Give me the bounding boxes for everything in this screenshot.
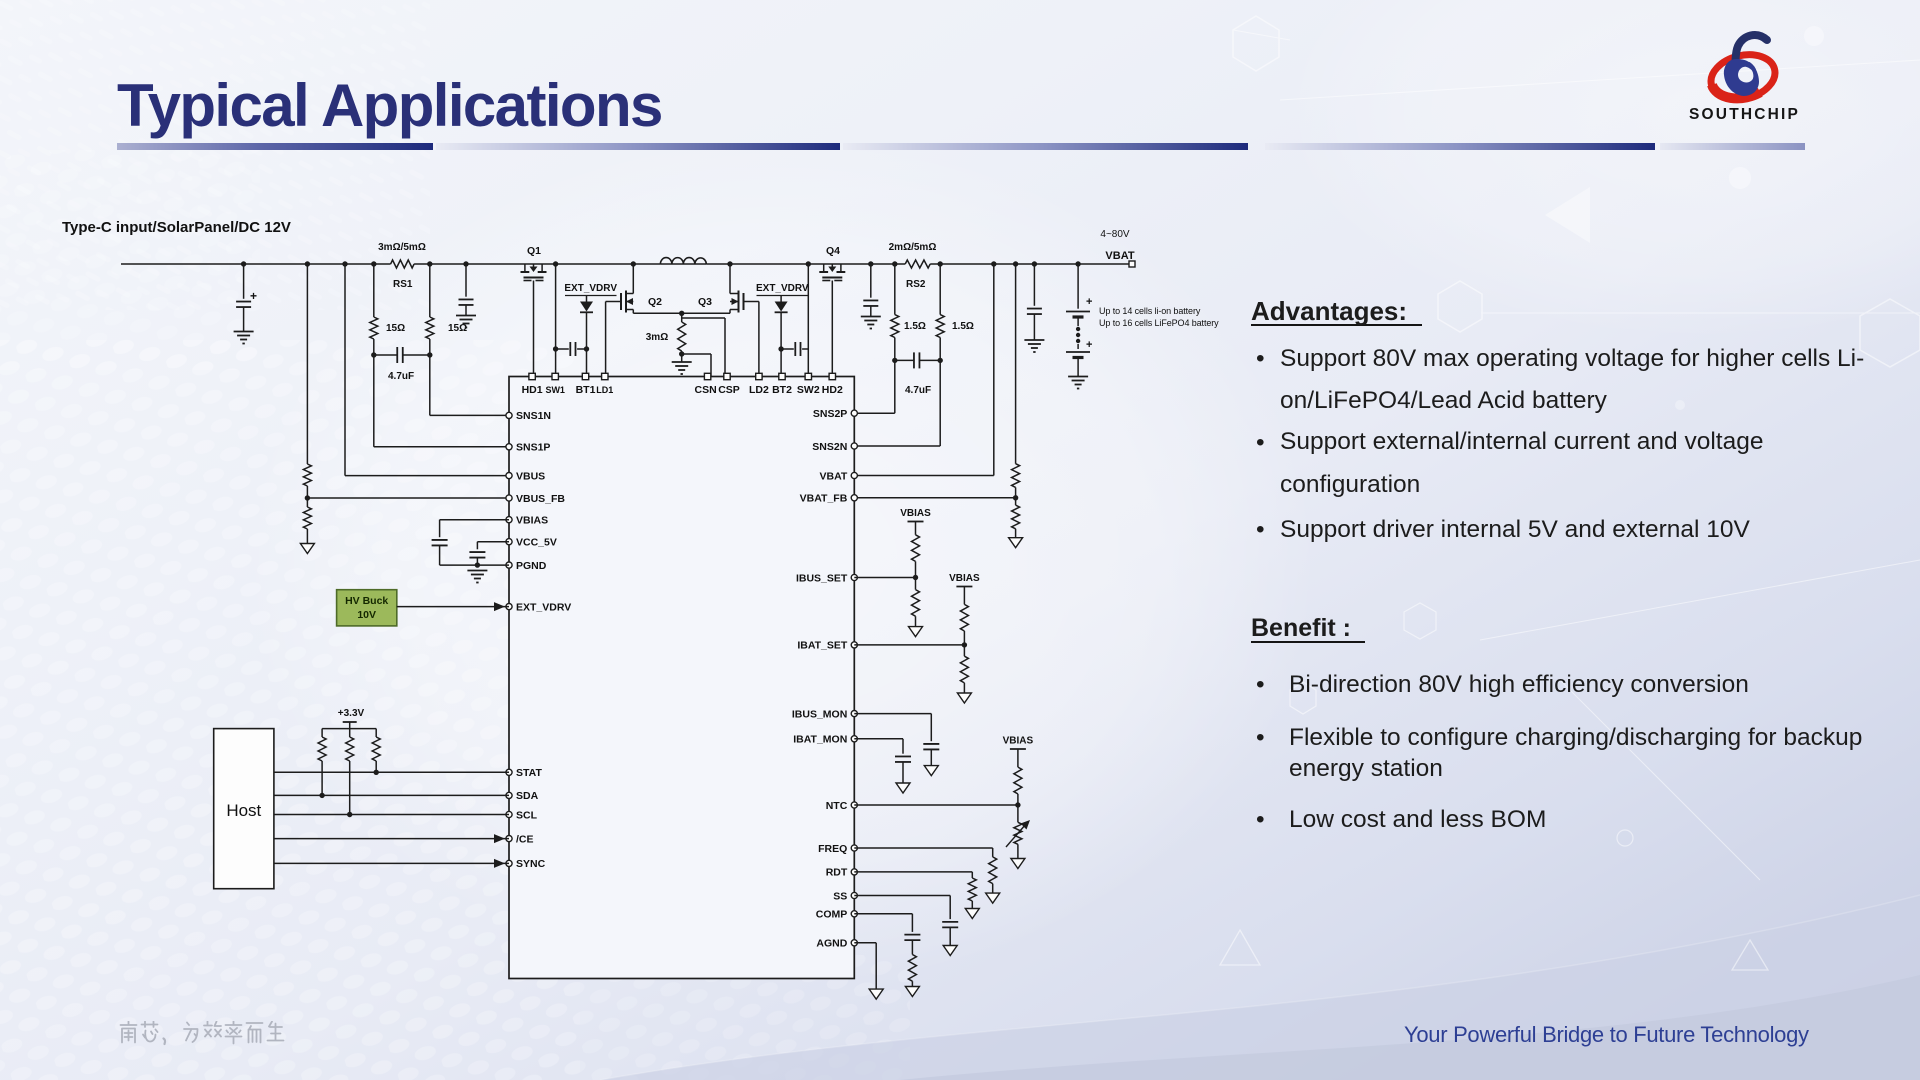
svg-text:HD2: HD2: [822, 384, 843, 396]
svg-text:+: +: [250, 289, 257, 303]
svg-text:RDT: RDT: [826, 867, 848, 879]
svg-text:VBAT_FB: VBAT_FB: [800, 493, 848, 505]
svg-text:IBUS_MON: IBUS_MON: [792, 708, 847, 720]
svg-text:2mΩ/5mΩ: 2mΩ/5mΩ: [889, 242, 937, 253]
svg-text:HD1: HD1: [522, 384, 543, 396]
svg-text:SW1: SW1: [545, 385, 565, 395]
svg-text:SW2: SW2: [797, 384, 820, 396]
svg-text:+: +: [1086, 339, 1092, 351]
svg-text:FREQ: FREQ: [818, 843, 847, 855]
svg-text:1.5Ω: 1.5Ω: [904, 321, 926, 332]
svg-text:EXT_VDRV: EXT_VDRV: [516, 601, 571, 613]
svg-text:4.7uF: 4.7uF: [388, 371, 414, 382]
svg-text:+3.3V: +3.3V: [338, 708, 365, 719]
svg-text:SNS1N: SNS1N: [516, 410, 551, 422]
svg-text:IBAT_MON: IBAT_MON: [793, 734, 847, 746]
svg-text:HV Buck: HV Buck: [345, 595, 388, 607]
svg-text:3mΩ/5mΩ: 3mΩ/5mΩ: [378, 242, 426, 253]
svg-text:Type-C input/SolarPanel/DC 12V: Type-C input/SolarPanel/DC 12V: [62, 219, 291, 236]
svg-text:IBUS_SET: IBUS_SET: [796, 572, 848, 584]
svg-text:BT2: BT2: [772, 384, 792, 396]
svg-text:Q3: Q3: [698, 296, 712, 308]
svg-text:IBAT_SET: IBAT_SET: [797, 640, 848, 652]
svg-text:SCL: SCL: [516, 809, 538, 821]
svg-text:Host: Host: [226, 801, 261, 820]
svg-text:15Ω: 15Ω: [448, 323, 467, 334]
svg-text:SYNC: SYNC: [516, 858, 546, 870]
svg-text:1.5Ω: 1.5Ω: [952, 321, 974, 332]
svg-text:Q1: Q1: [527, 245, 541, 257]
svg-text:EXT_VDRV: EXT_VDRV: [756, 283, 809, 294]
svg-text:4~80V: 4~80V: [1100, 229, 1130, 240]
svg-text:+: +: [1086, 296, 1092, 308]
svg-text:SNS2N: SNS2N: [812, 441, 847, 453]
svg-text:Up to 16 cells LiFePO4 battery: Up to 16 cells LiFePO4 battery: [1099, 318, 1219, 328]
svg-text:VBIAS: VBIAS: [516, 515, 548, 527]
svg-text:RS1: RS1: [393, 279, 413, 290]
svg-text:LD2: LD2: [749, 384, 769, 396]
svg-text:SNS2P: SNS2P: [813, 408, 847, 420]
svg-text:EXT_VDRV: EXT_VDRV: [564, 283, 617, 294]
svg-text:COMP: COMP: [816, 909, 848, 921]
svg-text:STAT: STAT: [516, 767, 542, 779]
svg-text:15Ω: 15Ω: [386, 323, 405, 334]
svg-text:VCC_5V: VCC_5V: [516, 537, 557, 549]
svg-text:SOUTHCHIP: SOUTHCHIP: [1689, 106, 1800, 123]
svg-text:VBIAS: VBIAS: [949, 573, 980, 584]
svg-text:PGND: PGND: [516, 560, 547, 572]
svg-text:SNS1P: SNS1P: [516, 442, 550, 454]
svg-text:CSP: CSP: [718, 384, 740, 396]
svg-text:LD1: LD1: [596, 385, 613, 395]
svg-text:VBUS_FB: VBUS_FB: [516, 493, 565, 505]
svg-text:VBAT: VBAT: [819, 470, 847, 482]
svg-text:3mΩ: 3mΩ: [646, 332, 668, 343]
svg-text:VBUS: VBUS: [516, 470, 545, 482]
svg-text:VBAT: VBAT: [1105, 250, 1134, 262]
svg-text:RS2: RS2: [906, 279, 926, 290]
svg-text:VBIAS: VBIAS: [1003, 736, 1034, 747]
svg-text:10V: 10V: [357, 609, 376, 621]
svg-text:SS: SS: [833, 890, 847, 902]
svg-text:4.7uF: 4.7uF: [905, 385, 931, 396]
svg-text:BT1: BT1: [576, 384, 596, 396]
svg-text:Up to 14 cells li-on battery: Up to 14 cells li-on battery: [1099, 306, 1201, 316]
svg-text:CSN: CSN: [695, 384, 717, 396]
svg-text:AGND: AGND: [816, 938, 847, 950]
svg-text:NTC: NTC: [826, 800, 848, 812]
svg-text:SDA: SDA: [516, 790, 539, 802]
svg-text:Q4: Q4: [826, 245, 840, 257]
svg-text:/CE: /CE: [516, 833, 534, 845]
svg-text:Q2: Q2: [648, 296, 662, 308]
svg-text:VBIAS: VBIAS: [900, 508, 931, 519]
